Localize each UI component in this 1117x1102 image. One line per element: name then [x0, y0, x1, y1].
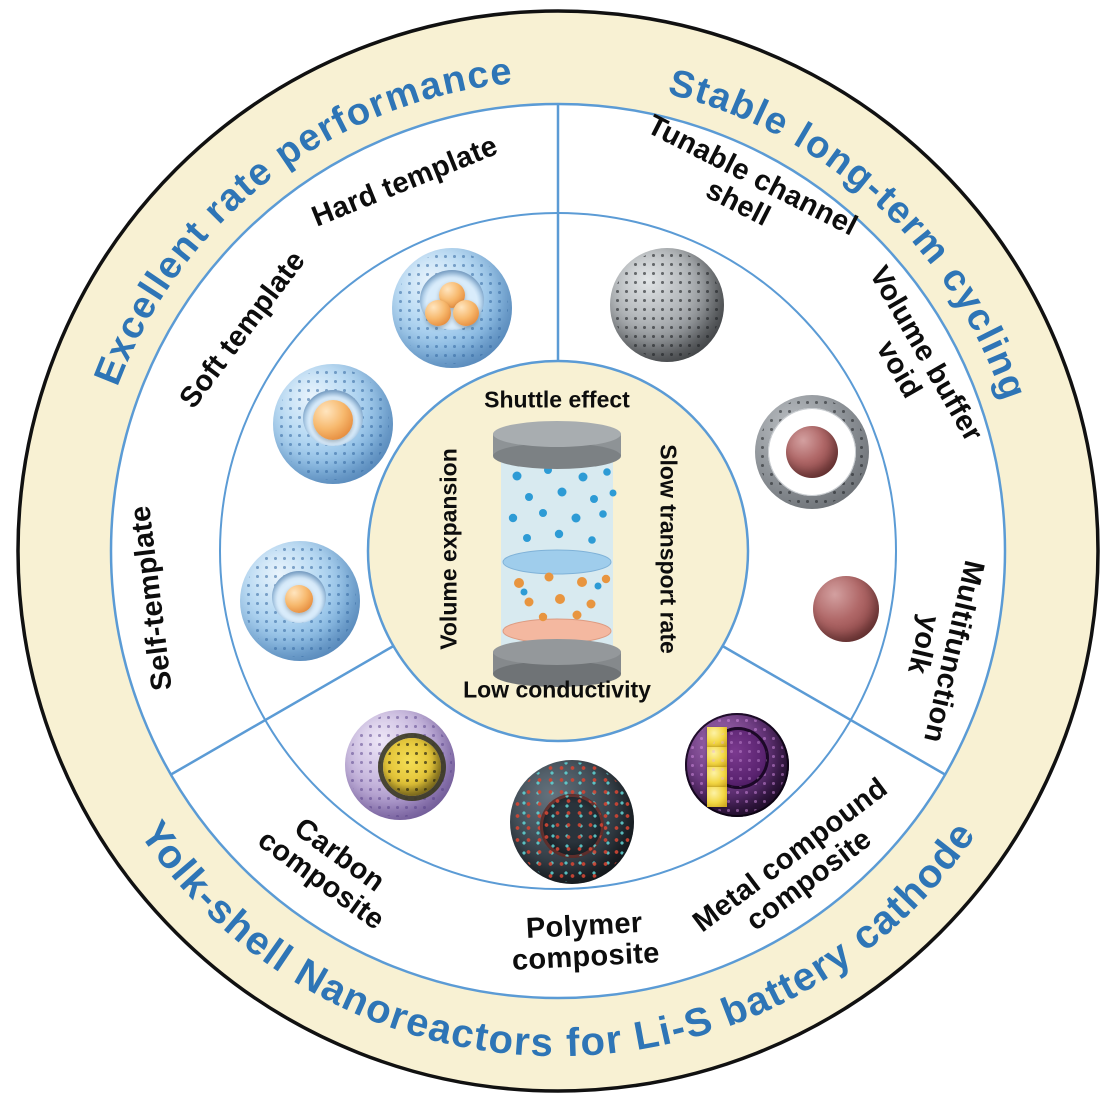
metal-compound-composite-sphere — [685, 713, 789, 817]
yellow-yolk-ball — [707, 747, 727, 767]
self-template-sphere — [240, 541, 360, 661]
yellow-yolk-ball — [707, 767, 727, 787]
yellow-yolk-ball — [707, 727, 727, 747]
soft-template-sphere — [273, 364, 393, 484]
polymer-composite-sphere — [510, 760, 634, 884]
sulfur-dots-orange — [514, 572, 611, 622]
yellow-yolk-ball — [707, 787, 727, 807]
divider-lower-left — [170, 644, 395, 776]
tunable-channel-shell-sphere — [610, 248, 724, 362]
carbon-composite-sphere — [345, 710, 455, 820]
battery-bottom-cap — [493, 639, 621, 687]
label-polymer-composite: Polymer composite — [511, 906, 661, 977]
carbon-core — [383, 738, 441, 796]
sulfur-yolk — [453, 300, 479, 326]
hard-template-sphere — [392, 248, 512, 368]
battery-middle-separator — [502, 549, 612, 575]
battery-top-cap — [493, 421, 621, 469]
label-volume-expansion: Volume expansion — [435, 448, 462, 650]
sulfur-yolk — [425, 300, 451, 326]
maroon-yolk-core — [786, 426, 838, 478]
metal-core — [707, 727, 769, 807]
polysulfide-dots-blue — [508, 466, 617, 596]
battery-illustration — [493, 421, 621, 687]
polymer-core — [540, 794, 604, 858]
volume-buffer-void-sphere — [755, 395, 869, 509]
label-slow-transport-rate: Slow transport rate — [655, 444, 682, 654]
divider-lower-right — [721, 644, 946, 776]
sulfur-yolk — [313, 400, 353, 440]
multifunction-yolk-sphere — [813, 576, 879, 642]
label-shuttle-effect: Shuttle effect — [484, 386, 630, 413]
label-low-conductivity: Low conductivity — [463, 676, 651, 703]
sulfur-yolk — [285, 585, 313, 613]
